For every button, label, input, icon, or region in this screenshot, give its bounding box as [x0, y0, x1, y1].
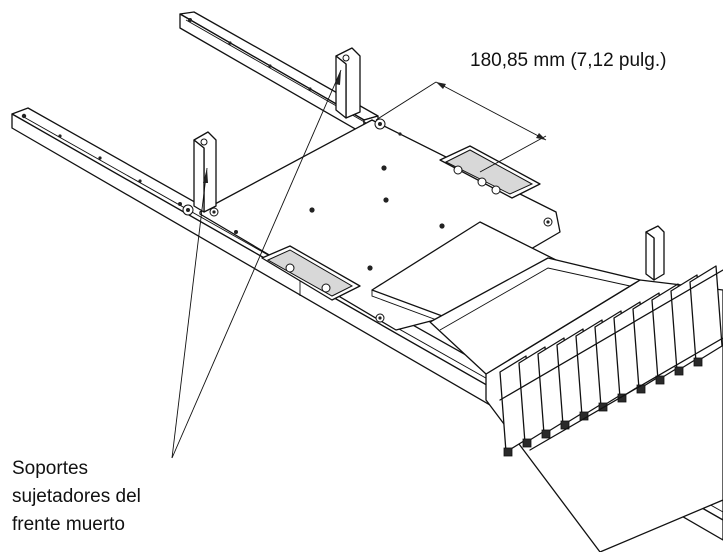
breaker-tab [693, 357, 703, 367]
callout-text: Soportes sujetadores del frente muerto [12, 458, 141, 535]
bracket-front [193, 131, 217, 213]
mounting-plate [182, 118, 561, 337]
bracket-right-rear [645, 225, 665, 281]
breaker-tab [522, 438, 532, 448]
dimension-label: 180,85 mm (7,12 pulg.) [470, 50, 666, 71]
callout-leaders [171, 69, 342, 459]
callout-line-1: Soportes [12, 458, 88, 479]
breaker-fin [689, 265, 723, 363]
breaker-tab [655, 375, 665, 385]
bracket-rear [335, 47, 361, 119]
breaker-module [429, 257, 723, 553]
breaker-tab [617, 393, 627, 403]
callout-line-2: sujetadores del [12, 486, 141, 507]
breaker-tab [541, 429, 551, 439]
breaker-tab [674, 366, 684, 376]
callout-line-3: frente muerto [12, 514, 125, 535]
dimension: 180,85 mm (7,12 pulg.) [375, 50, 666, 173]
breaker-tab [503, 447, 513, 457]
